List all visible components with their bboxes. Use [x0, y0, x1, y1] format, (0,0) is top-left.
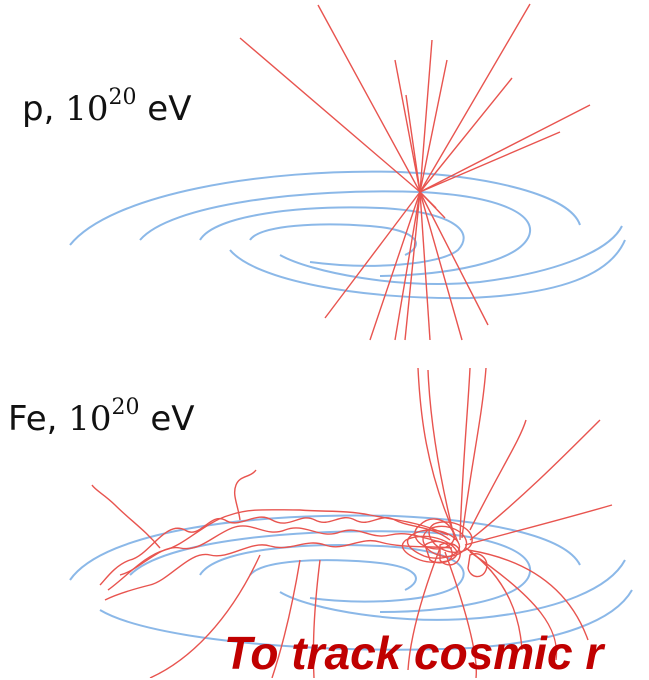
energy-unit: eV — [147, 89, 192, 129]
energy-exponent: 20 — [108, 84, 137, 110]
particle-name: p, — [22, 89, 55, 129]
panel-label-iron: Fe, 1020 eV — [8, 396, 195, 439]
energy-mantissa: 10 — [68, 399, 112, 439]
galaxy-spiral-top — [69, 170, 626, 300]
proton-tracks — [239, 3, 591, 341]
particle-name: Fe, — [8, 399, 58, 439]
panel-label-proton: p, 1020 eV — [22, 86, 192, 129]
energy-unit: eV — [150, 399, 195, 439]
energy-mantissa: 10 — [65, 89, 109, 129]
energy-exponent: 20 — [111, 394, 140, 420]
iron-tracks — [91, 367, 613, 678]
caption-text: To track cosmic r — [224, 627, 604, 679]
